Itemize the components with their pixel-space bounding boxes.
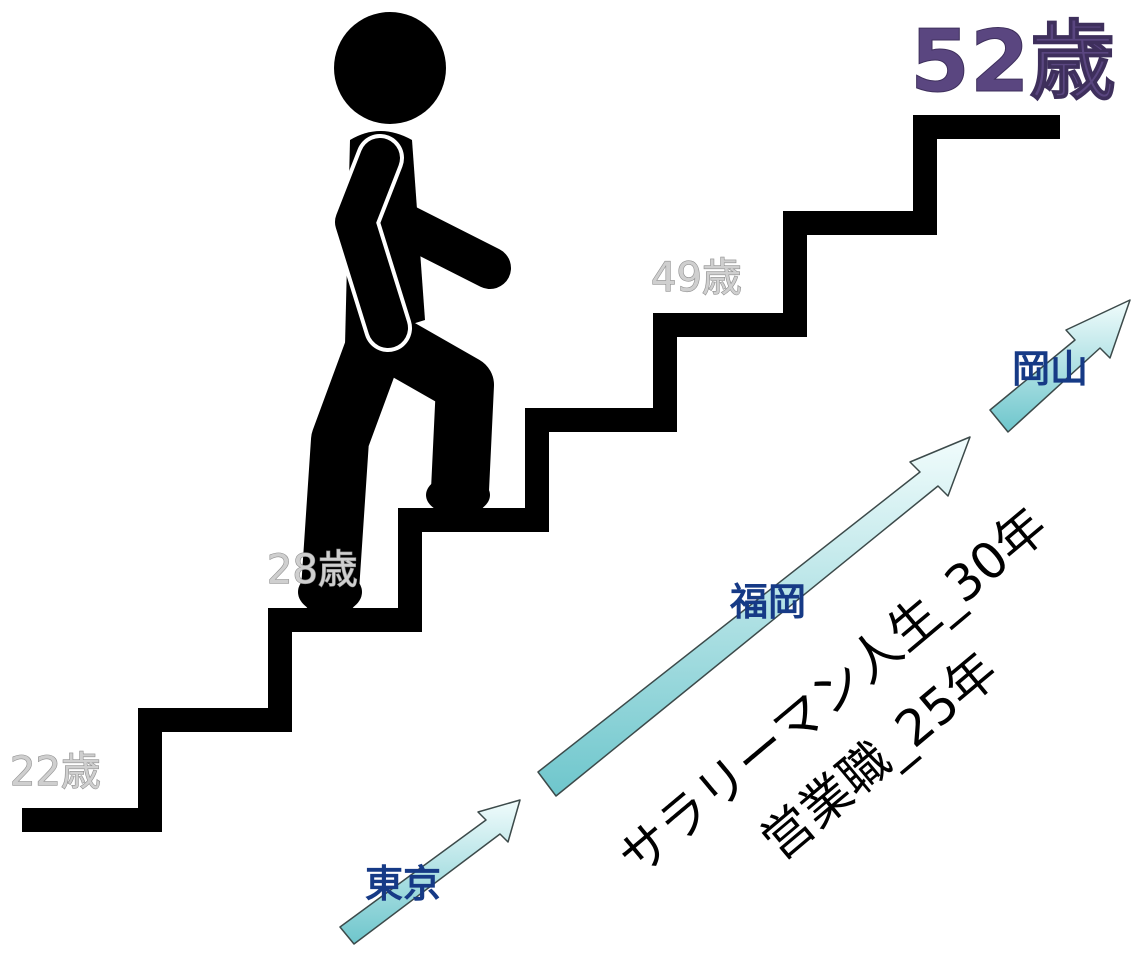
age-label-22: 22歳 (10, 749, 101, 795)
arrow-okayama (989, 299, 1131, 433)
front-leg-shape (301, 316, 404, 619)
back-leg-shape (366, 316, 494, 519)
arrow-icon (989, 299, 1131, 433)
arrow-icon (537, 436, 971, 797)
staircase-icon (22, 115, 1060, 832)
back-foot-shape (426, 475, 490, 515)
arrow-tokyo (339, 799, 521, 945)
city-label-tokyo: 東京 (365, 862, 441, 906)
city-label-okayama: 岡山 (1012, 347, 1088, 391)
age-label-49: 49歳 (651, 255, 742, 301)
front-arm-inner-shape (335, 138, 408, 348)
arrow-fukuoka (537, 436, 971, 797)
current-age-label: 52歳 (910, 12, 1116, 112)
age-label-28: 28歳 (267, 547, 358, 593)
city-label-fukuoka: 福岡 (729, 580, 806, 624)
front-foot-shape (298, 570, 362, 614)
arrow-icon (339, 799, 521, 945)
back-arm-shape (384, 204, 511, 289)
walking-person-icon (298, 12, 511, 619)
head-shape (334, 12, 446, 124)
